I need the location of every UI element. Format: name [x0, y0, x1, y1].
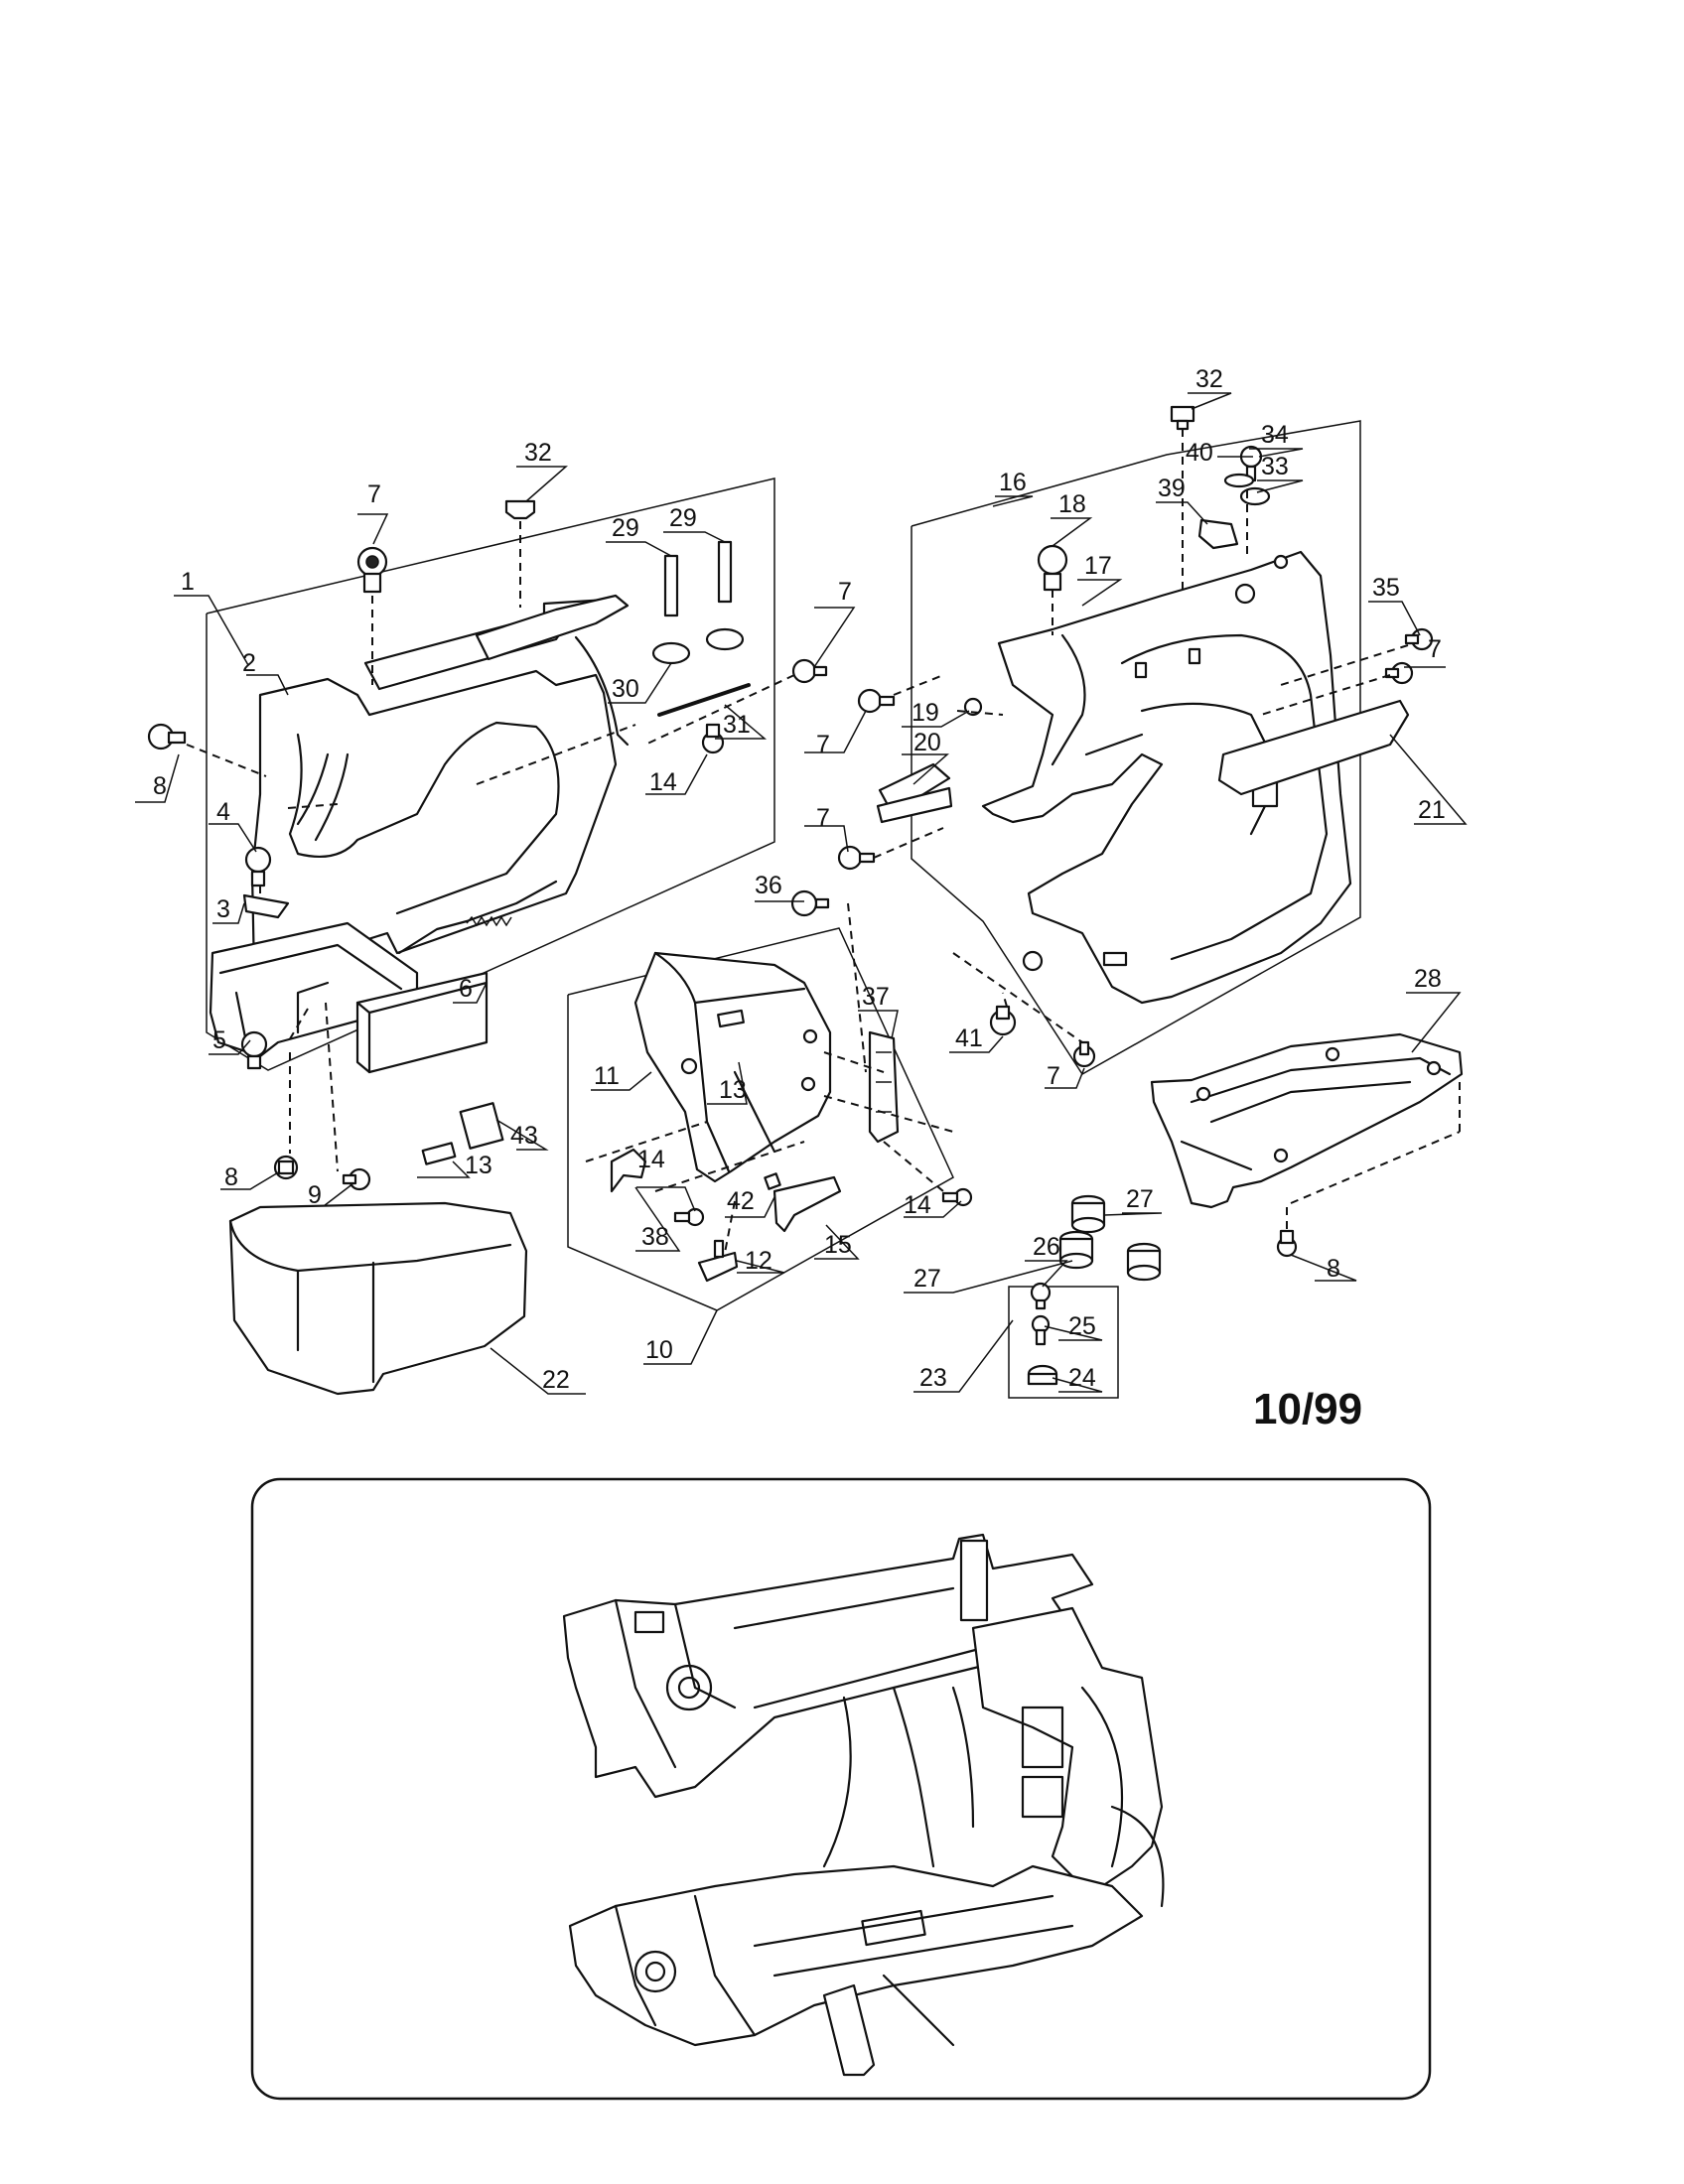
callout-5: 5 [212, 1026, 226, 1054]
callout-37: 37 [862, 983, 890, 1011]
callout-7-a: 7 [367, 480, 381, 508]
callout-21: 21 [1418, 796, 1446, 824]
callout-39: 39 [1158, 475, 1186, 502]
callout-7-d: 7 [816, 804, 830, 832]
callout-15: 15 [824, 1231, 852, 1259]
callout-36: 36 [755, 872, 782, 899]
callout-11: 11 [594, 1062, 620, 1090]
callout-17: 17 [1084, 552, 1112, 580]
callout-30: 30 [612, 675, 639, 703]
callout-20: 20 [913, 729, 941, 756]
callout-14-b: 14 [637, 1146, 665, 1173]
callout-31: 31 [723, 711, 751, 739]
callout-26: 26 [1033, 1233, 1060, 1261]
callout-8-b: 8 [224, 1163, 238, 1191]
callout-3: 3 [216, 895, 230, 923]
callout-7-c: 7 [816, 731, 830, 758]
callout-7-f: 7 [1047, 1062, 1060, 1090]
face-cover-assembly [567, 889, 973, 1365]
callout-27-b: 27 [1126, 1185, 1154, 1213]
callout-14-a: 14 [649, 768, 677, 796]
callout-32-b: 32 [1195, 365, 1223, 393]
callout-16: 16 [999, 469, 1027, 496]
callout-28: 28 [1414, 965, 1442, 993]
callout-6: 6 [459, 975, 473, 1003]
callout-41: 41 [955, 1024, 983, 1052]
callout-29-b: 29 [669, 504, 697, 532]
callout-8-c: 8 [1327, 1255, 1340, 1283]
callout-22: 22 [542, 1366, 570, 1394]
callout-35: 35 [1372, 574, 1400, 602]
callout-24: 24 [1068, 1364, 1096, 1392]
rear-cover-assembly [135, 466, 856, 1210]
callout-29-a: 29 [612, 514, 639, 542]
bottom-plate [1150, 992, 1464, 1282]
callout-14-c: 14 [904, 1191, 931, 1219]
foot-parts [904, 1194, 1163, 1399]
callout-8-a: 8 [153, 772, 167, 800]
callout-25: 25 [1068, 1312, 1096, 1340]
callout-42: 42 [727, 1187, 755, 1215]
callout-4: 4 [216, 798, 230, 826]
callout-10: 10 [645, 1336, 673, 1364]
callout-43: 43 [510, 1122, 538, 1150]
callout-19: 19 [912, 699, 939, 727]
callout-18: 18 [1058, 490, 1086, 518]
callout-40: 40 [1186, 439, 1213, 467]
callout-33: 33 [1261, 453, 1289, 480]
carrying-case [228, 1201, 586, 1396]
callout-2: 2 [242, 649, 256, 677]
callout-27-a: 27 [913, 1265, 941, 1293]
callout-12: 12 [745, 1247, 772, 1275]
callout-labels: 1 2 3 4 5 6 7 7 7 7 7 7 8 8 8 9 10 11 12… [153, 365, 1446, 1394]
callout-7-e: 7 [1428, 635, 1442, 663]
callout-7-b: 7 [838, 578, 852, 606]
callout-9: 9 [308, 1181, 322, 1209]
callout-32-a: 32 [524, 439, 552, 467]
frame-inset [250, 1477, 1432, 2101]
callout-23: 23 [919, 1364, 947, 1392]
date-code: 10/99 [1253, 1385, 1362, 1433]
callout-38: 38 [641, 1223, 669, 1251]
callout-13-a: 13 [719, 1076, 747, 1104]
callout-34: 34 [1261, 421, 1289, 449]
callout-1: 1 [181, 568, 195, 596]
front-cover-assembly [804, 392, 1468, 1089]
callout-13-b: 13 [465, 1152, 492, 1179]
